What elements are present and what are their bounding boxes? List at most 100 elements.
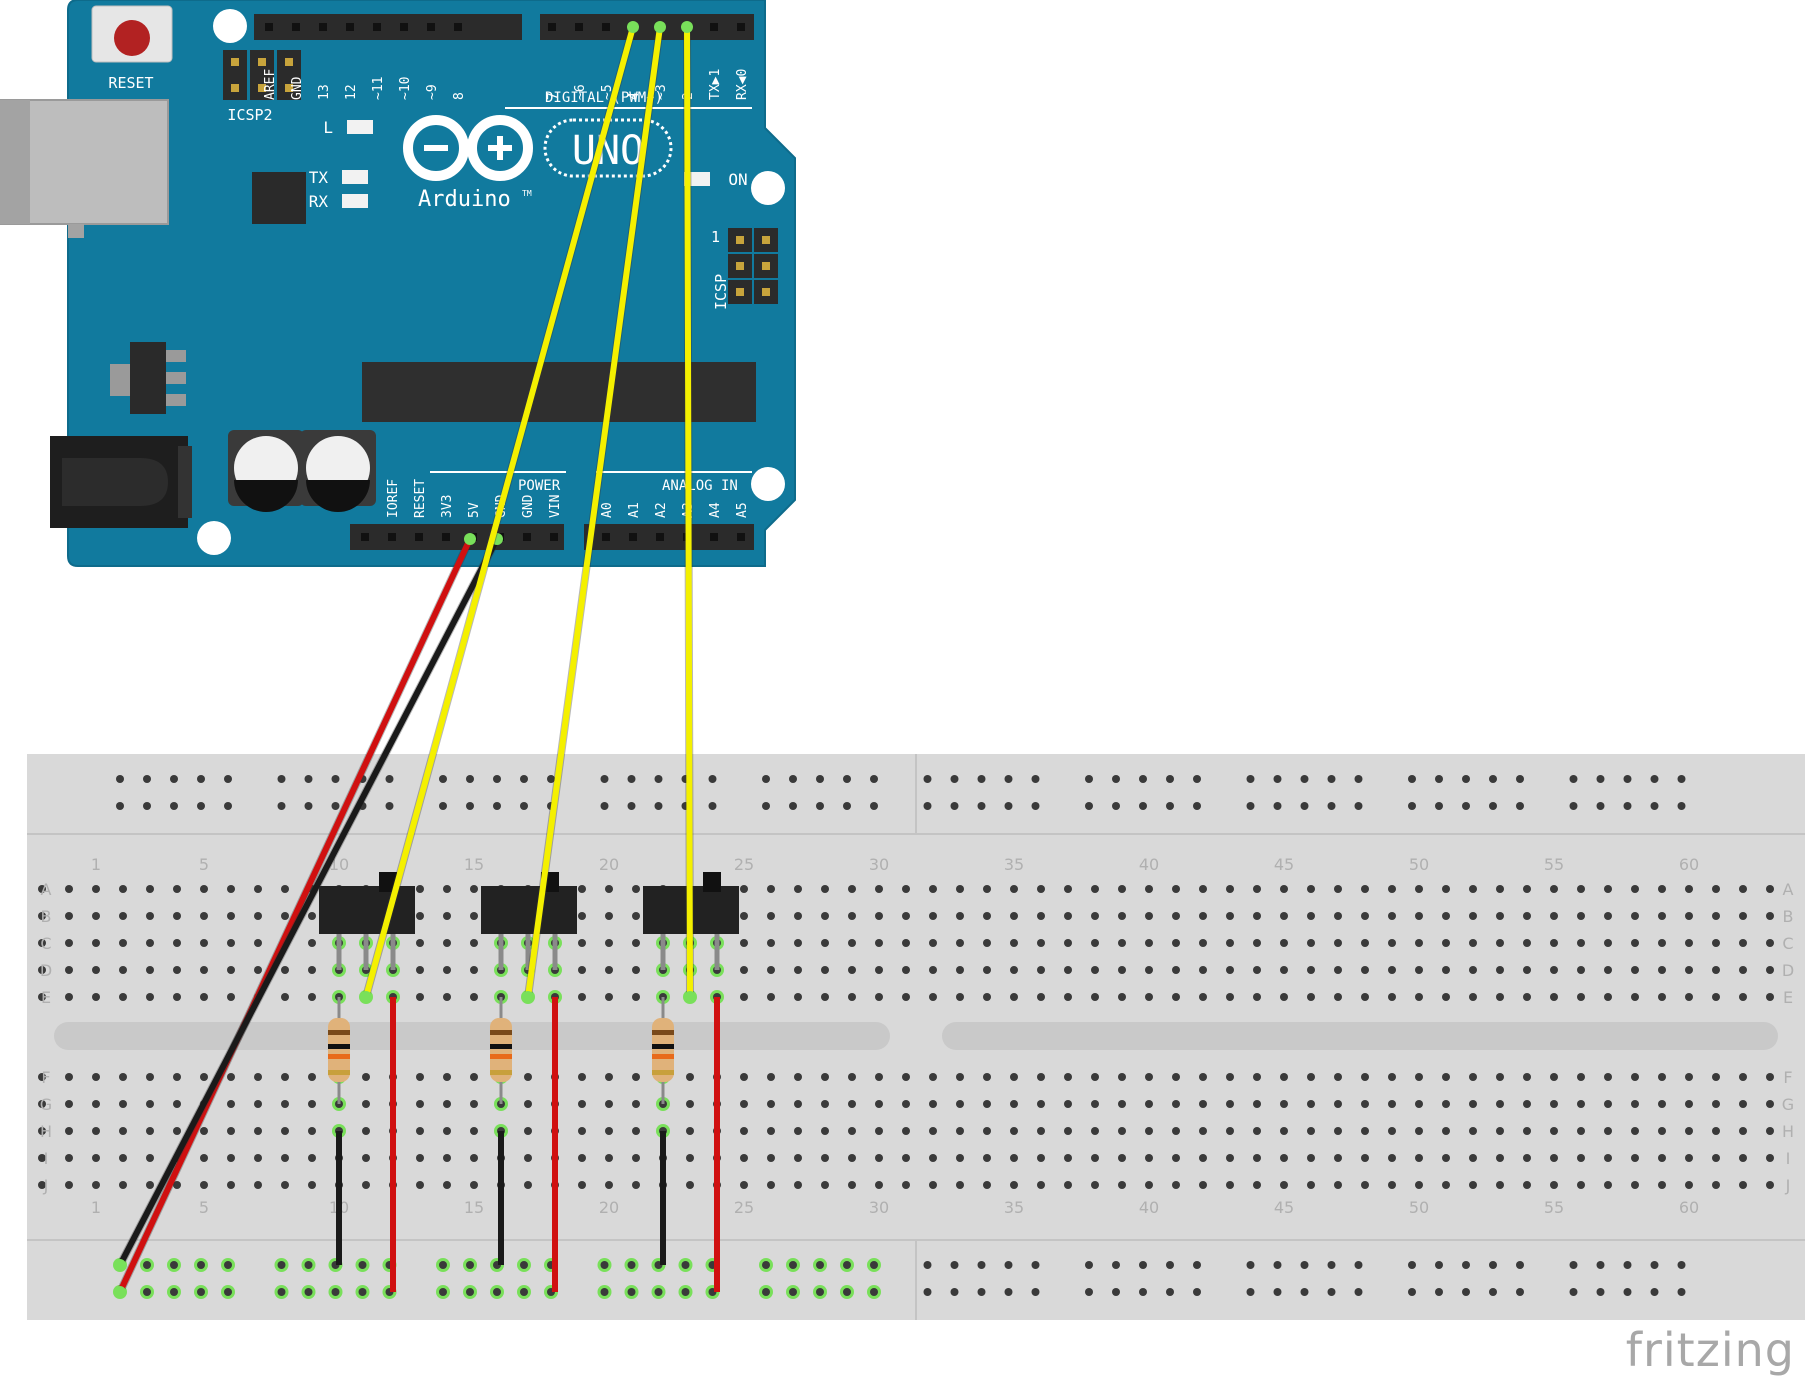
breadboard-hole: [1307, 966, 1315, 974]
breadboard-hole: [524, 1127, 532, 1135]
breadboard-hole: [1496, 1100, 1504, 1108]
breadboard-hole: [227, 912, 235, 920]
breadboard-hole: [443, 966, 451, 974]
rail-hole: [1596, 775, 1605, 783]
usb-chip: [252, 172, 306, 224]
breadboard-hole: [1199, 1127, 1207, 1135]
led: [347, 120, 373, 134]
breadboard-hole: [308, 1127, 316, 1135]
rail-hole: [224, 775, 232, 783]
breadboard-hole: [1631, 1073, 1639, 1081]
breadboard-hole: [1712, 966, 1720, 974]
led: [342, 194, 368, 208]
breadboard-hole: [146, 1127, 154, 1135]
breadboard-hole: [632, 1073, 640, 1081]
breadboard-hole: [1307, 1073, 1315, 1081]
breadboard-hole: [1064, 1100, 1072, 1108]
center-channel-right: [942, 1022, 1778, 1050]
wire-end: [114, 1286, 126, 1298]
breadboard-hole: [875, 939, 883, 947]
breadboard-hole: [1226, 966, 1234, 974]
rail-hole: [1569, 802, 1578, 810]
breadboard-hole: [1739, 1100, 1747, 1108]
breadboard-hole: [1361, 939, 1369, 947]
header-pin: [737, 533, 745, 541]
breadboard-hole: [1631, 939, 1639, 947]
center-channel-left: [54, 1022, 890, 1050]
rail-hole: [466, 775, 474, 783]
breadboard-hole: [1685, 912, 1693, 920]
breadboard-hole: [1442, 966, 1450, 974]
breadboard-hole: [173, 1127, 181, 1135]
breadboard-hole: [1604, 1154, 1612, 1162]
capacitor-stripe: [234, 480, 298, 512]
breadboard-hole: [740, 1100, 748, 1108]
breadboard-hole: [1388, 1073, 1396, 1081]
breadboard-hole: [470, 1154, 478, 1162]
breadboard-hole: [470, 993, 478, 1001]
logo-minus: [424, 145, 448, 151]
breadboard-hole: [1496, 939, 1504, 947]
header-pin: [550, 533, 558, 541]
breadboard-hole: [1037, 939, 1045, 947]
breadboard-hole: [1739, 993, 1747, 1001]
rail-hole: [1677, 802, 1686, 810]
breadboard-hole: [1523, 1181, 1531, 1189]
breadboard-hole: [1172, 912, 1180, 920]
regulator-pin: [166, 350, 186, 362]
breadboard-hole: [686, 1100, 694, 1108]
breadboard-hole: [821, 885, 829, 893]
resistor-band: [490, 1030, 512, 1035]
breadboard-hole: [470, 1100, 478, 1108]
breadboard-hole: [956, 1073, 964, 1081]
breadboard-hole: [1469, 1073, 1477, 1081]
breadboard-hole: [605, 1100, 613, 1108]
breadboard-hole: [821, 939, 829, 947]
pin-label: ~6: [573, 84, 588, 100]
rail-hole: [385, 775, 394, 783]
rail-hole: [466, 1261, 474, 1269]
pin-label: A0: [600, 502, 615, 518]
breadboard-hole: [362, 1127, 370, 1135]
icsp-pin: [736, 236, 744, 244]
breadboard-hole: [443, 912, 451, 920]
regulator-pin: [166, 394, 186, 406]
rail-hole: [331, 802, 340, 810]
breadboard-hole: [200, 912, 208, 920]
mounting-hole: [197, 521, 231, 555]
breadboard-hole: [1307, 1100, 1315, 1108]
rail-hole: [1300, 775, 1309, 783]
breadboard-hole: [1253, 912, 1261, 920]
resistor-band: [490, 1044, 512, 1049]
rail-hole: [1273, 775, 1282, 783]
column-number-top: 35: [1004, 855, 1024, 874]
breadboard-hole: [1307, 939, 1315, 947]
resistor-band: [490, 1070, 512, 1075]
header-pin: [454, 23, 462, 31]
pin-label: 4: [627, 92, 642, 100]
breadboard-hole: [632, 966, 640, 974]
breadboard-hole: [902, 1100, 910, 1108]
breadboard-hole: [1739, 939, 1747, 947]
rail-hole: [708, 775, 717, 783]
rail-hole: [923, 802, 932, 810]
breadboard-hole: [92, 939, 100, 947]
breadboard-hole: [875, 966, 883, 974]
breadboard-hole: [929, 993, 937, 1001]
breadboard-hole: [524, 1073, 532, 1081]
header-pin: [292, 23, 300, 31]
breadboard-hole: [1118, 993, 1126, 1001]
rail-hole: [1139, 1261, 1147, 1269]
rail-hole: [950, 1288, 959, 1296]
breadboard-hole: [1091, 1181, 1099, 1189]
rail-hole: [304, 802, 313, 810]
breadboard-hole: [1172, 1181, 1180, 1189]
breadboard-hole: [1172, 1100, 1180, 1108]
breadboard-hole: [1388, 993, 1396, 1001]
breadboard-hole: [1577, 1127, 1585, 1135]
breadboard-hole: [1388, 885, 1396, 893]
breadboard-hole: [1010, 1073, 1018, 1081]
column-number-bottom: 1: [91, 1198, 101, 1217]
breadboard-hole: [929, 1127, 937, 1135]
breadboard-hole: [875, 912, 883, 920]
